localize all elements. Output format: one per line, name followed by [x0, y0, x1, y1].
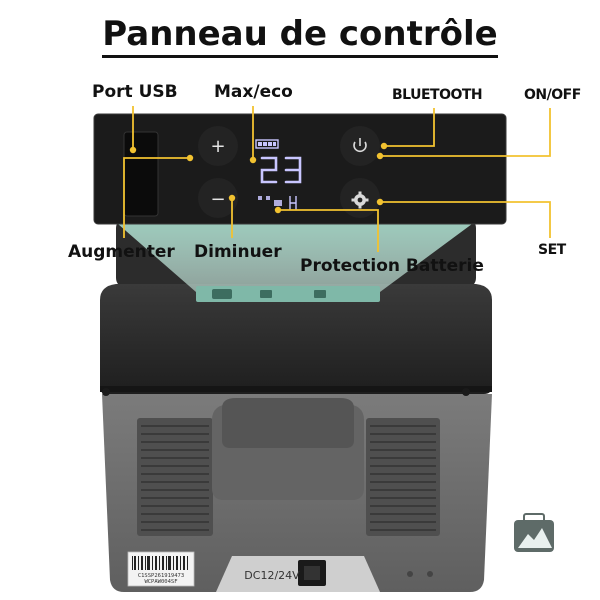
minus-icon: − — [210, 189, 225, 210]
label-set: SET — [538, 242, 566, 258]
panel-display — [255, 139, 302, 210]
handle — [222, 398, 354, 448]
power-icon — [353, 138, 367, 153]
serial-line1: C1SSP261919473 — [138, 573, 184, 579]
callout-augmenter — [123, 157, 190, 238]
logo-icon — [514, 513, 554, 552]
serial-line2: WCPAW004SF — [144, 579, 177, 585]
callout-dots — [129, 142, 388, 214]
callout-lines — [123, 106, 551, 252]
callout-protection — [278, 209, 379, 252]
callout-set — [380, 201, 551, 238]
label-onoff: ON/OFF — [524, 87, 581, 103]
label-protection: Protection Batterie — [300, 256, 484, 276]
label-usb: Port USB — [92, 82, 178, 102]
label-maxeco: Max/eco — [214, 82, 293, 102]
label-augmenter: Augmenter — [68, 242, 175, 262]
voltage-label: DC12/24V — [244, 569, 300, 582]
page-title: Panneau de contrôle — [0, 14, 600, 58]
vent-left — [137, 418, 213, 536]
minus-button[interactable] — [198, 178, 238, 218]
control-panel — [93, 113, 507, 225]
fridge — [100, 218, 492, 592]
title-text: Panneau de contrôle — [102, 14, 498, 58]
plus-button[interactable] — [198, 126, 238, 166]
zoom-beam — [118, 224, 472, 292]
label-diminuer: Diminuer — [194, 242, 282, 262]
plus-icon: + — [210, 136, 225, 157]
callout-bluetooth — [384, 108, 435, 147]
gear-icon — [351, 191, 369, 209]
usb-port[interactable] — [123, 131, 159, 217]
fridge-lid — [100, 284, 492, 394]
callout-onoff — [380, 108, 551, 157]
vent-right — [366, 418, 440, 536]
label-bluetooth: BLUETOOTH — [392, 87, 483, 103]
lid-display — [196, 286, 380, 302]
